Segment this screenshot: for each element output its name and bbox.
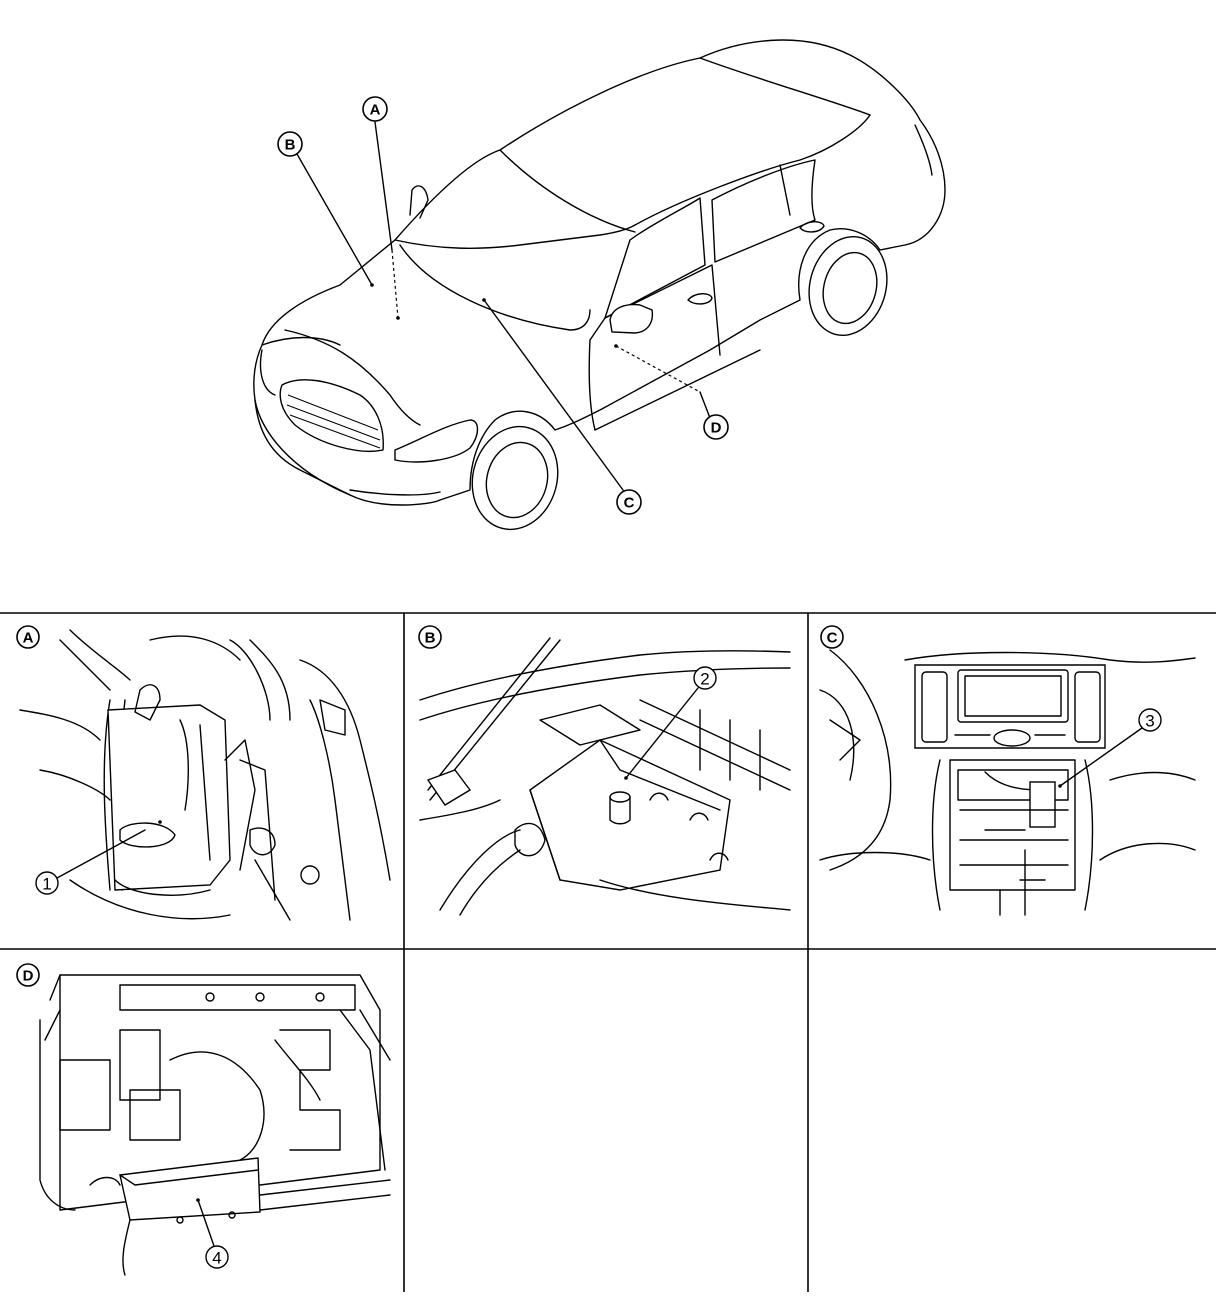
callout-C-label: C <box>624 495 635 512</box>
panel-D: D 4 <box>16 963 391 1276</box>
callout-D: D <box>703 414 729 440</box>
panel-A-label: A <box>16 625 40 649</box>
item-number-2: 2 <box>693 666 717 690</box>
item-number-4: 4 <box>205 1245 229 1269</box>
callout-B-label: B <box>285 137 296 154</box>
panel-D-illustration <box>39 974 391 1276</box>
svg-text:2: 2 <box>700 670 709 689</box>
callout-A: A <box>362 96 388 122</box>
svg-text:1: 1 <box>42 875 51 894</box>
callout-B: B <box>277 131 303 157</box>
svg-text:C: C <box>827 630 838 647</box>
panel-C-illustration <box>819 649 1196 916</box>
panel-C: C 3 <box>819 625 1196 916</box>
svg-text:3: 3 <box>1145 712 1154 731</box>
callout-A-label: A <box>370 102 381 119</box>
svg-text:B: B <box>425 630 436 647</box>
item-number-1: 1 <box>35 871 59 895</box>
panel-A-illustration <box>19 629 391 921</box>
svg-text:D: D <box>23 968 34 985</box>
panel-A: A 1 <box>16 625 391 921</box>
svg-text:4: 4 <box>212 1249 221 1268</box>
panel-B-label: B <box>418 625 442 649</box>
detail-grid <box>0 612 1216 1292</box>
panel-B: B 2 <box>418 625 791 916</box>
car-overview-illustration <box>253 39 946 531</box>
callout-C: C <box>616 489 642 515</box>
item-number-3: 3 <box>1138 708 1162 732</box>
overview-leader-lines <box>296 121 711 491</box>
panel-C-label: C <box>820 625 844 649</box>
svg-text:A: A <box>23 630 34 647</box>
panel-D-label: D <box>16 963 40 987</box>
callout-D-label: D <box>711 420 722 437</box>
panel-B-illustration <box>419 637 791 916</box>
